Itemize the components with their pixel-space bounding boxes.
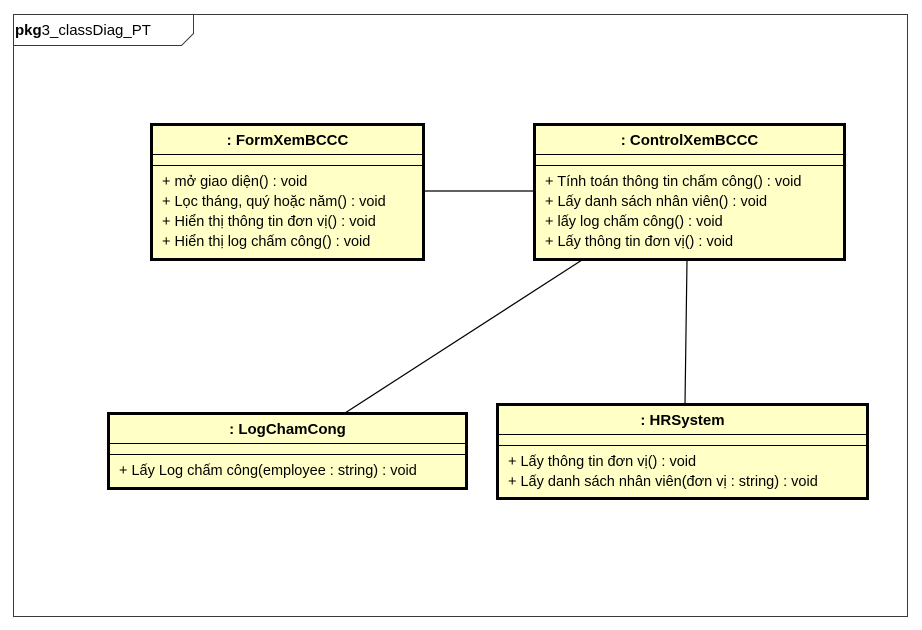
attributes-compartment	[153, 155, 422, 166]
class-name: : ControlXemBCCC	[536, 126, 843, 155]
operations-compartment: + Lấy thông tin đơn vị() : void + Lấy da…	[499, 446, 866, 492]
package-frame	[13, 14, 908, 617]
operation: + Lọc tháng, quý hoặc năm() : void	[162, 194, 386, 210]
operation: + Lấy Log chấm công(employee : string) :…	[119, 463, 417, 479]
package-name: 3_classDiag_PT	[41, 22, 151, 39]
operation: + Hiển thị thông tin đơn vị() : void	[162, 214, 376, 230]
operation: + Lấy danh sách nhân viên(đơn vị : strin…	[508, 474, 818, 490]
operation: + Lấy thông tin đơn vị() : void	[508, 454, 697, 470]
association-control-logchamcong[interactable]	[344, 259, 583, 414]
class-name: : HRSystem	[499, 406, 866, 435]
class-controlxembccc[interactable]: : ControlXemBCCC + Tính toán thông tin c…	[533, 123, 846, 261]
operation: + Hiển thị log chấm công() : void	[162, 234, 371, 250]
operation: + Tính toán thông tin chấm công() : void	[545, 174, 802, 190]
operations-compartment: + Lấy Log chấm công(employee : string) :…	[110, 455, 465, 481]
package-keyword: pkg	[15, 22, 42, 39]
association-control-hrsystem[interactable]	[684, 259, 688, 405]
class-formxembccc[interactable]: : FormXemBCCC + mở giao diện() : void + …	[150, 123, 425, 261]
class-logchamcong[interactable]: : LogChamCong + Lấy Log chấm công(employ…	[107, 412, 468, 490]
operation: + Lấy thông tin đơn vị() : void	[545, 234, 734, 250]
operation: + lấy log chấm công() : void	[545, 214, 723, 230]
attributes-compartment	[110, 444, 465, 455]
class-hrsystem[interactable]: : HRSystem + Lấy thông tin đơn vị() : vo…	[496, 403, 869, 500]
operation: + mở giao diện() : void	[162, 174, 308, 190]
operation: + Lấy danh sách nhân viên() : void	[545, 194, 768, 210]
operations-compartment: + Tính toán thông tin chấm công() : void…	[536, 166, 843, 252]
package-frame-tab	[13, 14, 194, 46]
operations-compartment: + mở giao diện() : void + Lọc tháng, quý…	[153, 166, 422, 252]
attributes-compartment	[499, 435, 866, 446]
package-frame-label: pkg3_classDiag_PT	[15, 22, 151, 39]
class-name: : LogChamCong	[110, 415, 465, 444]
attributes-compartment	[536, 155, 843, 166]
class-name: : FormXemBCCC	[153, 126, 422, 155]
